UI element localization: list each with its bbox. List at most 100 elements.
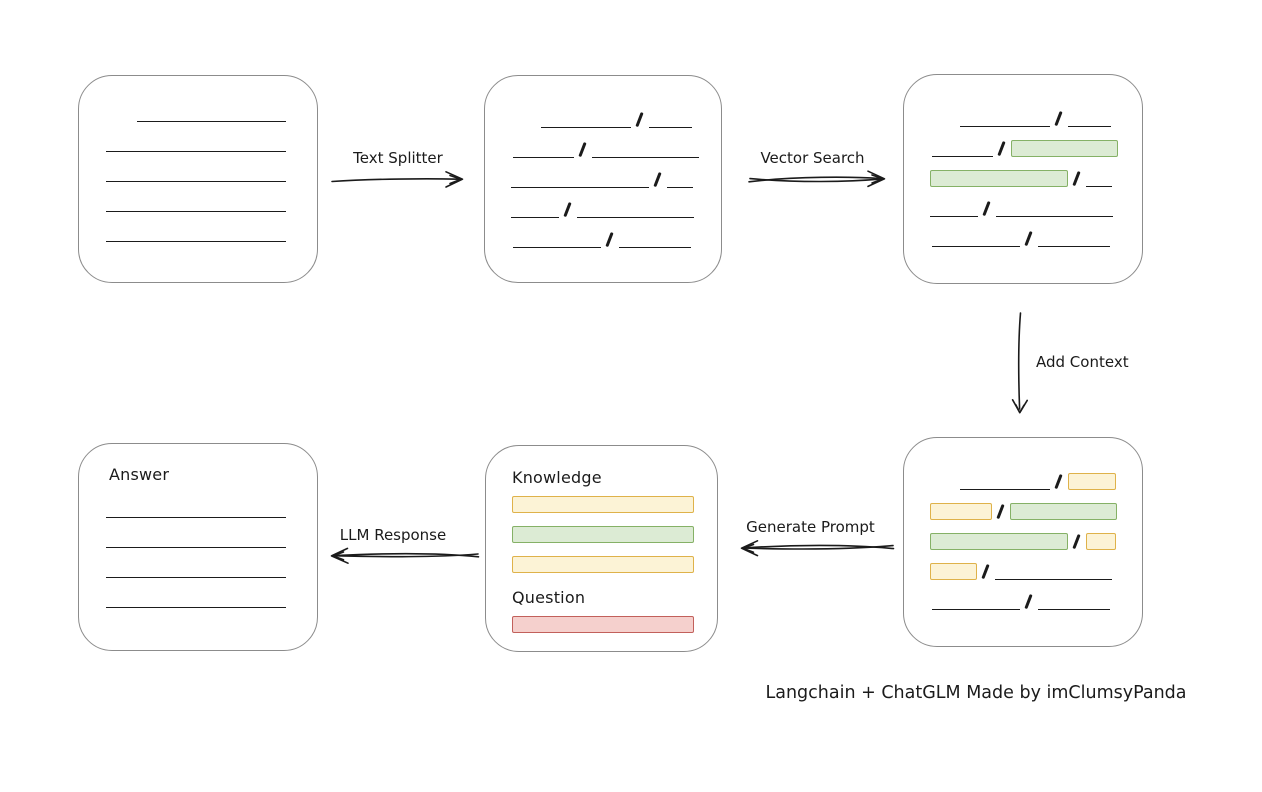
segment-row	[904, 97, 1142, 127]
yellow-chunk	[1085, 533, 1116, 550]
text-line	[106, 167, 286, 182]
indent-gap	[79, 211, 106, 212]
yellow-chunk	[1067, 473, 1116, 490]
segment-row	[904, 490, 1142, 520]
slash-separator	[981, 564, 990, 579]
text-splitter-arrow	[331, 171, 464, 188]
segment-row	[79, 152, 317, 182]
text-line	[106, 197, 286, 212]
answer-heading: Answer	[109, 465, 170, 484]
indent-gap	[904, 156, 932, 157]
segment-row	[79, 92, 317, 122]
slash-separator	[1072, 534, 1081, 549]
prompt-box-content: Knowledge Question	[512, 468, 694, 633]
text-line	[106, 227, 286, 242]
vector-search-arrow	[748, 170, 886, 188]
indent-gap	[79, 241, 106, 242]
text-line	[106, 503, 286, 518]
indent-gap	[904, 489, 960, 490]
slash-separator	[996, 504, 1005, 519]
yellow-bar	[512, 556, 694, 573]
answer-lines	[106, 488, 286, 608]
text-line	[513, 143, 574, 158]
text-line	[618, 233, 691, 248]
text-line	[591, 143, 699, 158]
segment-row	[485, 218, 721, 248]
text-line	[106, 593, 286, 608]
indent-gap	[485, 127, 541, 128]
indent-gap	[904, 549, 930, 550]
knowledge-bars	[512, 496, 694, 573]
indent-gap	[904, 609, 932, 610]
segment-row	[904, 460, 1142, 490]
slash-separator	[1054, 111, 1063, 126]
slash-separator	[653, 172, 662, 187]
add-context-arrow	[1011, 312, 1028, 414]
indent-gap	[485, 157, 513, 158]
green-chunk	[1010, 140, 1118, 157]
text-line	[932, 595, 1020, 610]
text-line	[932, 232, 1020, 247]
yellow-bar	[512, 496, 694, 513]
add-context-label: Add Context	[1036, 353, 1129, 371]
segment-row	[106, 578, 286, 608]
segment-row	[904, 157, 1142, 187]
text-line	[137, 107, 286, 122]
yellow-chunk	[930, 503, 992, 520]
question-bars	[512, 616, 694, 633]
slash-separator	[578, 142, 587, 157]
slash-separator	[1024, 594, 1033, 609]
text-line	[106, 563, 286, 578]
slash-separator	[997, 141, 1006, 156]
text-line	[1037, 595, 1110, 610]
segment-row	[106, 518, 286, 548]
indent-gap	[79, 181, 106, 182]
answer-box: Answer	[78, 443, 318, 651]
indent-gap	[485, 217, 511, 218]
green-chunk	[930, 533, 1068, 550]
indent-gap	[904, 246, 932, 247]
segment-row	[904, 580, 1142, 610]
segment-row	[904, 520, 1142, 550]
segment-row	[106, 488, 286, 518]
indent-gap	[904, 126, 960, 127]
slash-separator	[605, 232, 614, 247]
segment-row	[485, 98, 721, 128]
segment-row	[904, 127, 1142, 157]
slash-separator	[563, 202, 572, 217]
indent-gap	[79, 151, 106, 152]
vector-matches-box	[903, 74, 1143, 284]
text-line	[960, 475, 1050, 490]
credit-text: Langchain + ChatGLM Made by imClumsyPand…	[765, 683, 1187, 703]
segment-row	[485, 128, 721, 158]
prompt-box: Knowledge Question	[485, 445, 718, 652]
text-line	[648, 113, 692, 128]
segment-row	[79, 122, 317, 152]
text-line	[576, 203, 694, 218]
text-line	[106, 533, 286, 548]
yellow-chunk	[930, 563, 977, 580]
text-splitter-label: Text Splitter	[353, 149, 443, 167]
slash-separator	[982, 201, 991, 216]
generate-prompt-label: Generate Prompt	[746, 518, 875, 536]
vector-search-label: Vector Search	[760, 149, 865, 167]
green-chunk	[930, 170, 1068, 187]
indent-gap	[485, 187, 511, 188]
knowledge-heading: Knowledge	[512, 468, 602, 487]
green-chunk	[1009, 503, 1117, 520]
text-line	[995, 202, 1113, 217]
slash-separator	[635, 112, 644, 127]
text-line	[106, 137, 286, 152]
indent-gap	[904, 579, 930, 580]
slash-separator	[1054, 474, 1063, 489]
question-heading: Question	[512, 588, 586, 607]
text-line	[932, 142, 993, 157]
source-document-box	[78, 75, 318, 283]
text-line	[511, 203, 559, 218]
segment-row	[79, 182, 317, 212]
text-line	[541, 113, 631, 128]
text-line	[1037, 232, 1110, 247]
segment-row	[79, 212, 317, 242]
text-line	[1067, 112, 1111, 127]
